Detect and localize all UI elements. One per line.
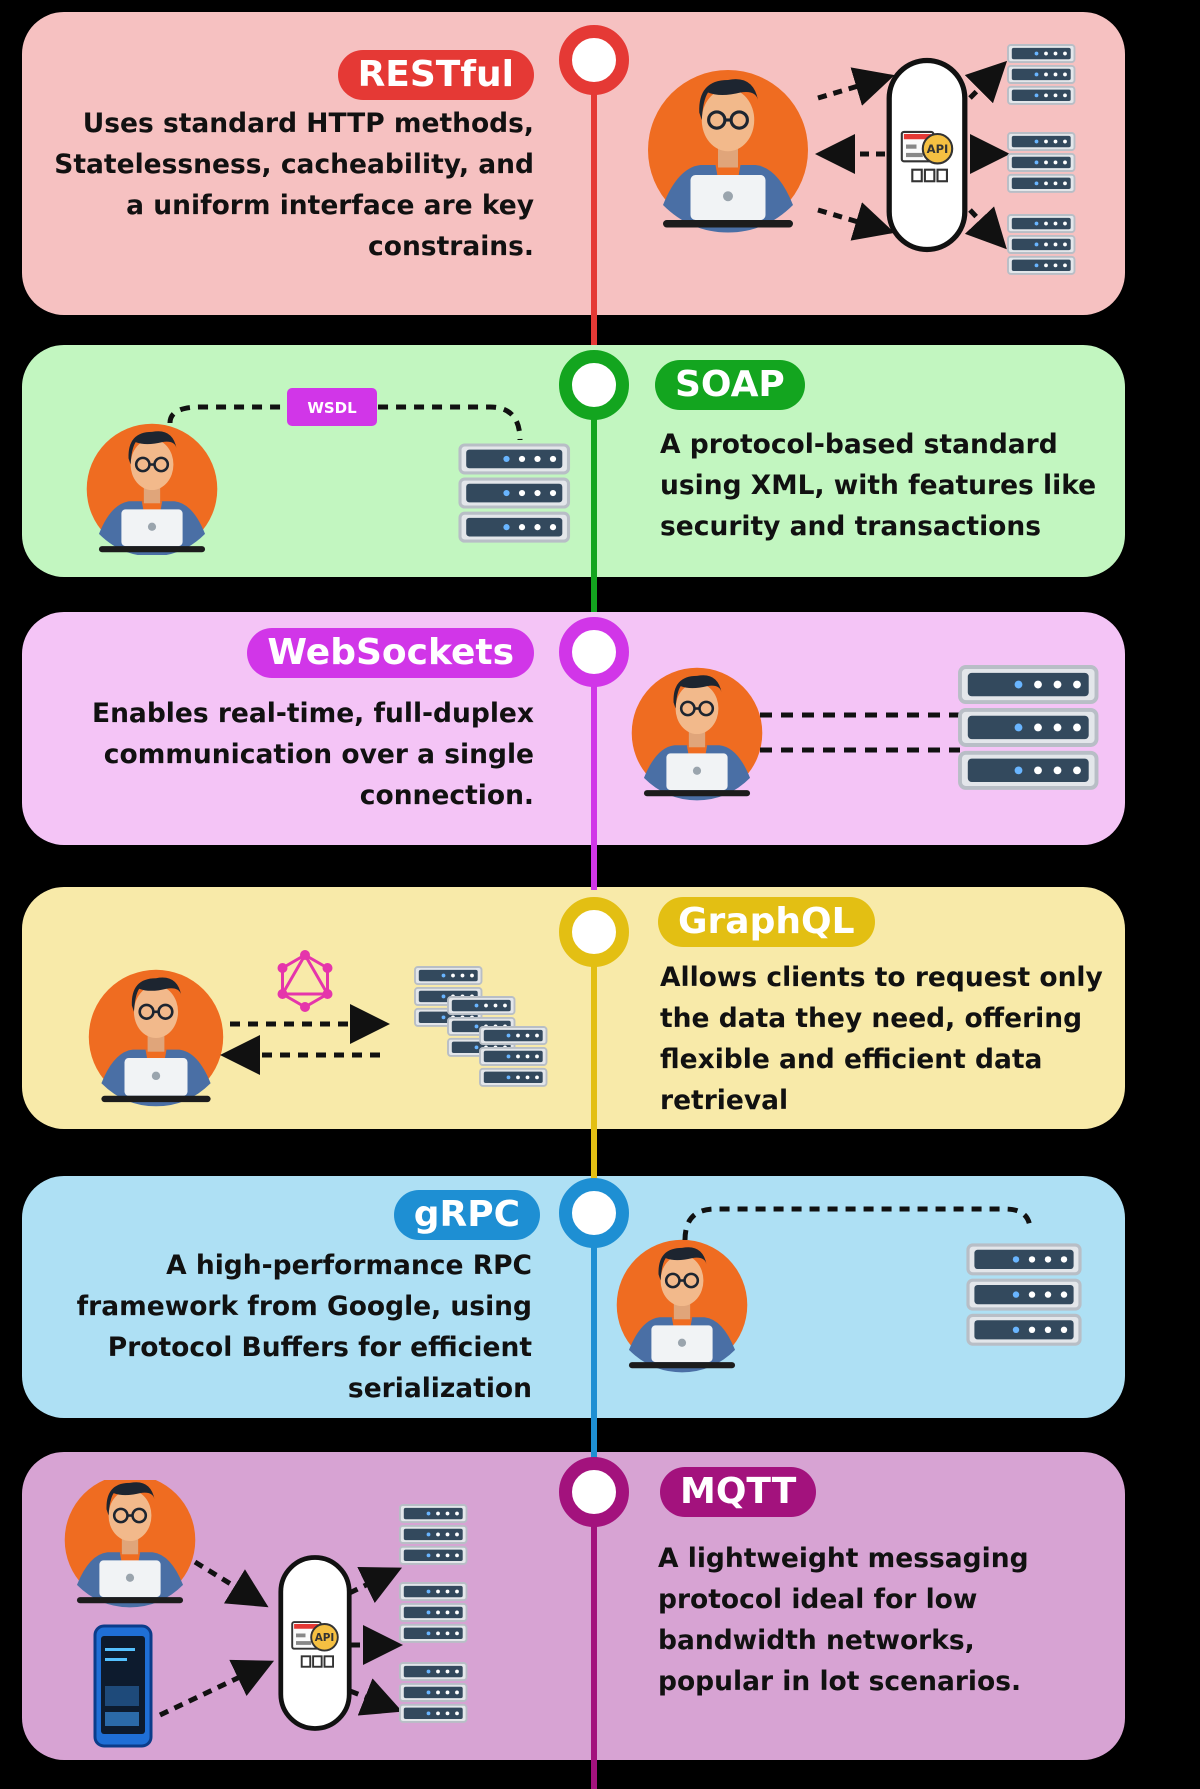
timeline-segment-grpc — [591, 1210, 597, 1460]
graphql-logo-icon — [277, 950, 333, 1012]
timeline-segment-soap — [591, 380, 597, 612]
description-websockets: Enables real-time, full-duplex communica… — [91, 698, 534, 811]
developer-avatar — [615, 1238, 749, 1374]
title-grpc: gRPC — [393, 1190, 540, 1240]
phone-icon — [93, 1624, 153, 1748]
server-icon — [1008, 215, 1075, 274]
description-mqtt: A lightweight messaging protocol ideal f… — [658, 1543, 1029, 1697]
developer-avatar — [85, 422, 219, 555]
timeline-node-restful — [559, 25, 629, 95]
developer-avatar — [646, 68, 810, 235]
server-icon — [400, 1505, 467, 1564]
illustration-restful — [640, 30, 1090, 290]
illustration-soap: WSDL — [70, 375, 580, 555]
title-websockets: WebSockets — [247, 628, 534, 678]
illustration-graphql — [80, 945, 580, 1115]
timeline-segment-mqtt — [591, 1490, 597, 1789]
illustration-grpc — [610, 1195, 1090, 1375]
description-soap: A protocol-based standard using XML, wit… — [660, 429, 1097, 542]
title-mqtt: MQTT — [660, 1467, 817, 1517]
timeline-segment-restful — [591, 55, 597, 345]
timeline-segment-websockets — [591, 650, 597, 890]
description-grpc: A high-performance RPC framework from Go… — [76, 1250, 532, 1404]
timeline-node-websockets — [559, 617, 629, 687]
server-icon — [1008, 133, 1075, 192]
api-gateway-icon — [281, 1558, 349, 1729]
developer-avatar — [87, 968, 225, 1108]
server-icon — [1008, 45, 1075, 104]
api-gateway-icon — [889, 61, 965, 250]
timeline-segment-graphql — [591, 930, 597, 1180]
illustration-mqtt — [55, 1480, 535, 1755]
title-graphql: GraphQL — [658, 897, 875, 947]
title-restful: RESTful — [337, 50, 534, 100]
wsdl-badge — [287, 388, 377, 426]
description-restful: Uses standard HTTP methods, Statelessnes… — [54, 108, 534, 262]
server-icon — [968, 1245, 1080, 1344]
server-icon — [480, 1027, 547, 1086]
developer-avatar — [630, 666, 764, 802]
server-icon — [400, 1583, 467, 1642]
title-soap: SOAP — [655, 360, 805, 410]
description-graphql: Allows clients to request only the data … — [660, 962, 1103, 1116]
timeline-node-mqtt — [559, 1457, 629, 1527]
server-icon — [400, 1663, 467, 1722]
wsdl-badge-label: WSDL — [307, 399, 357, 417]
server-icon — [460, 445, 569, 541]
server-icon — [960, 667, 1097, 788]
illustration-websockets — [620, 655, 1110, 805]
developer-avatar — [63, 1480, 197, 1609]
